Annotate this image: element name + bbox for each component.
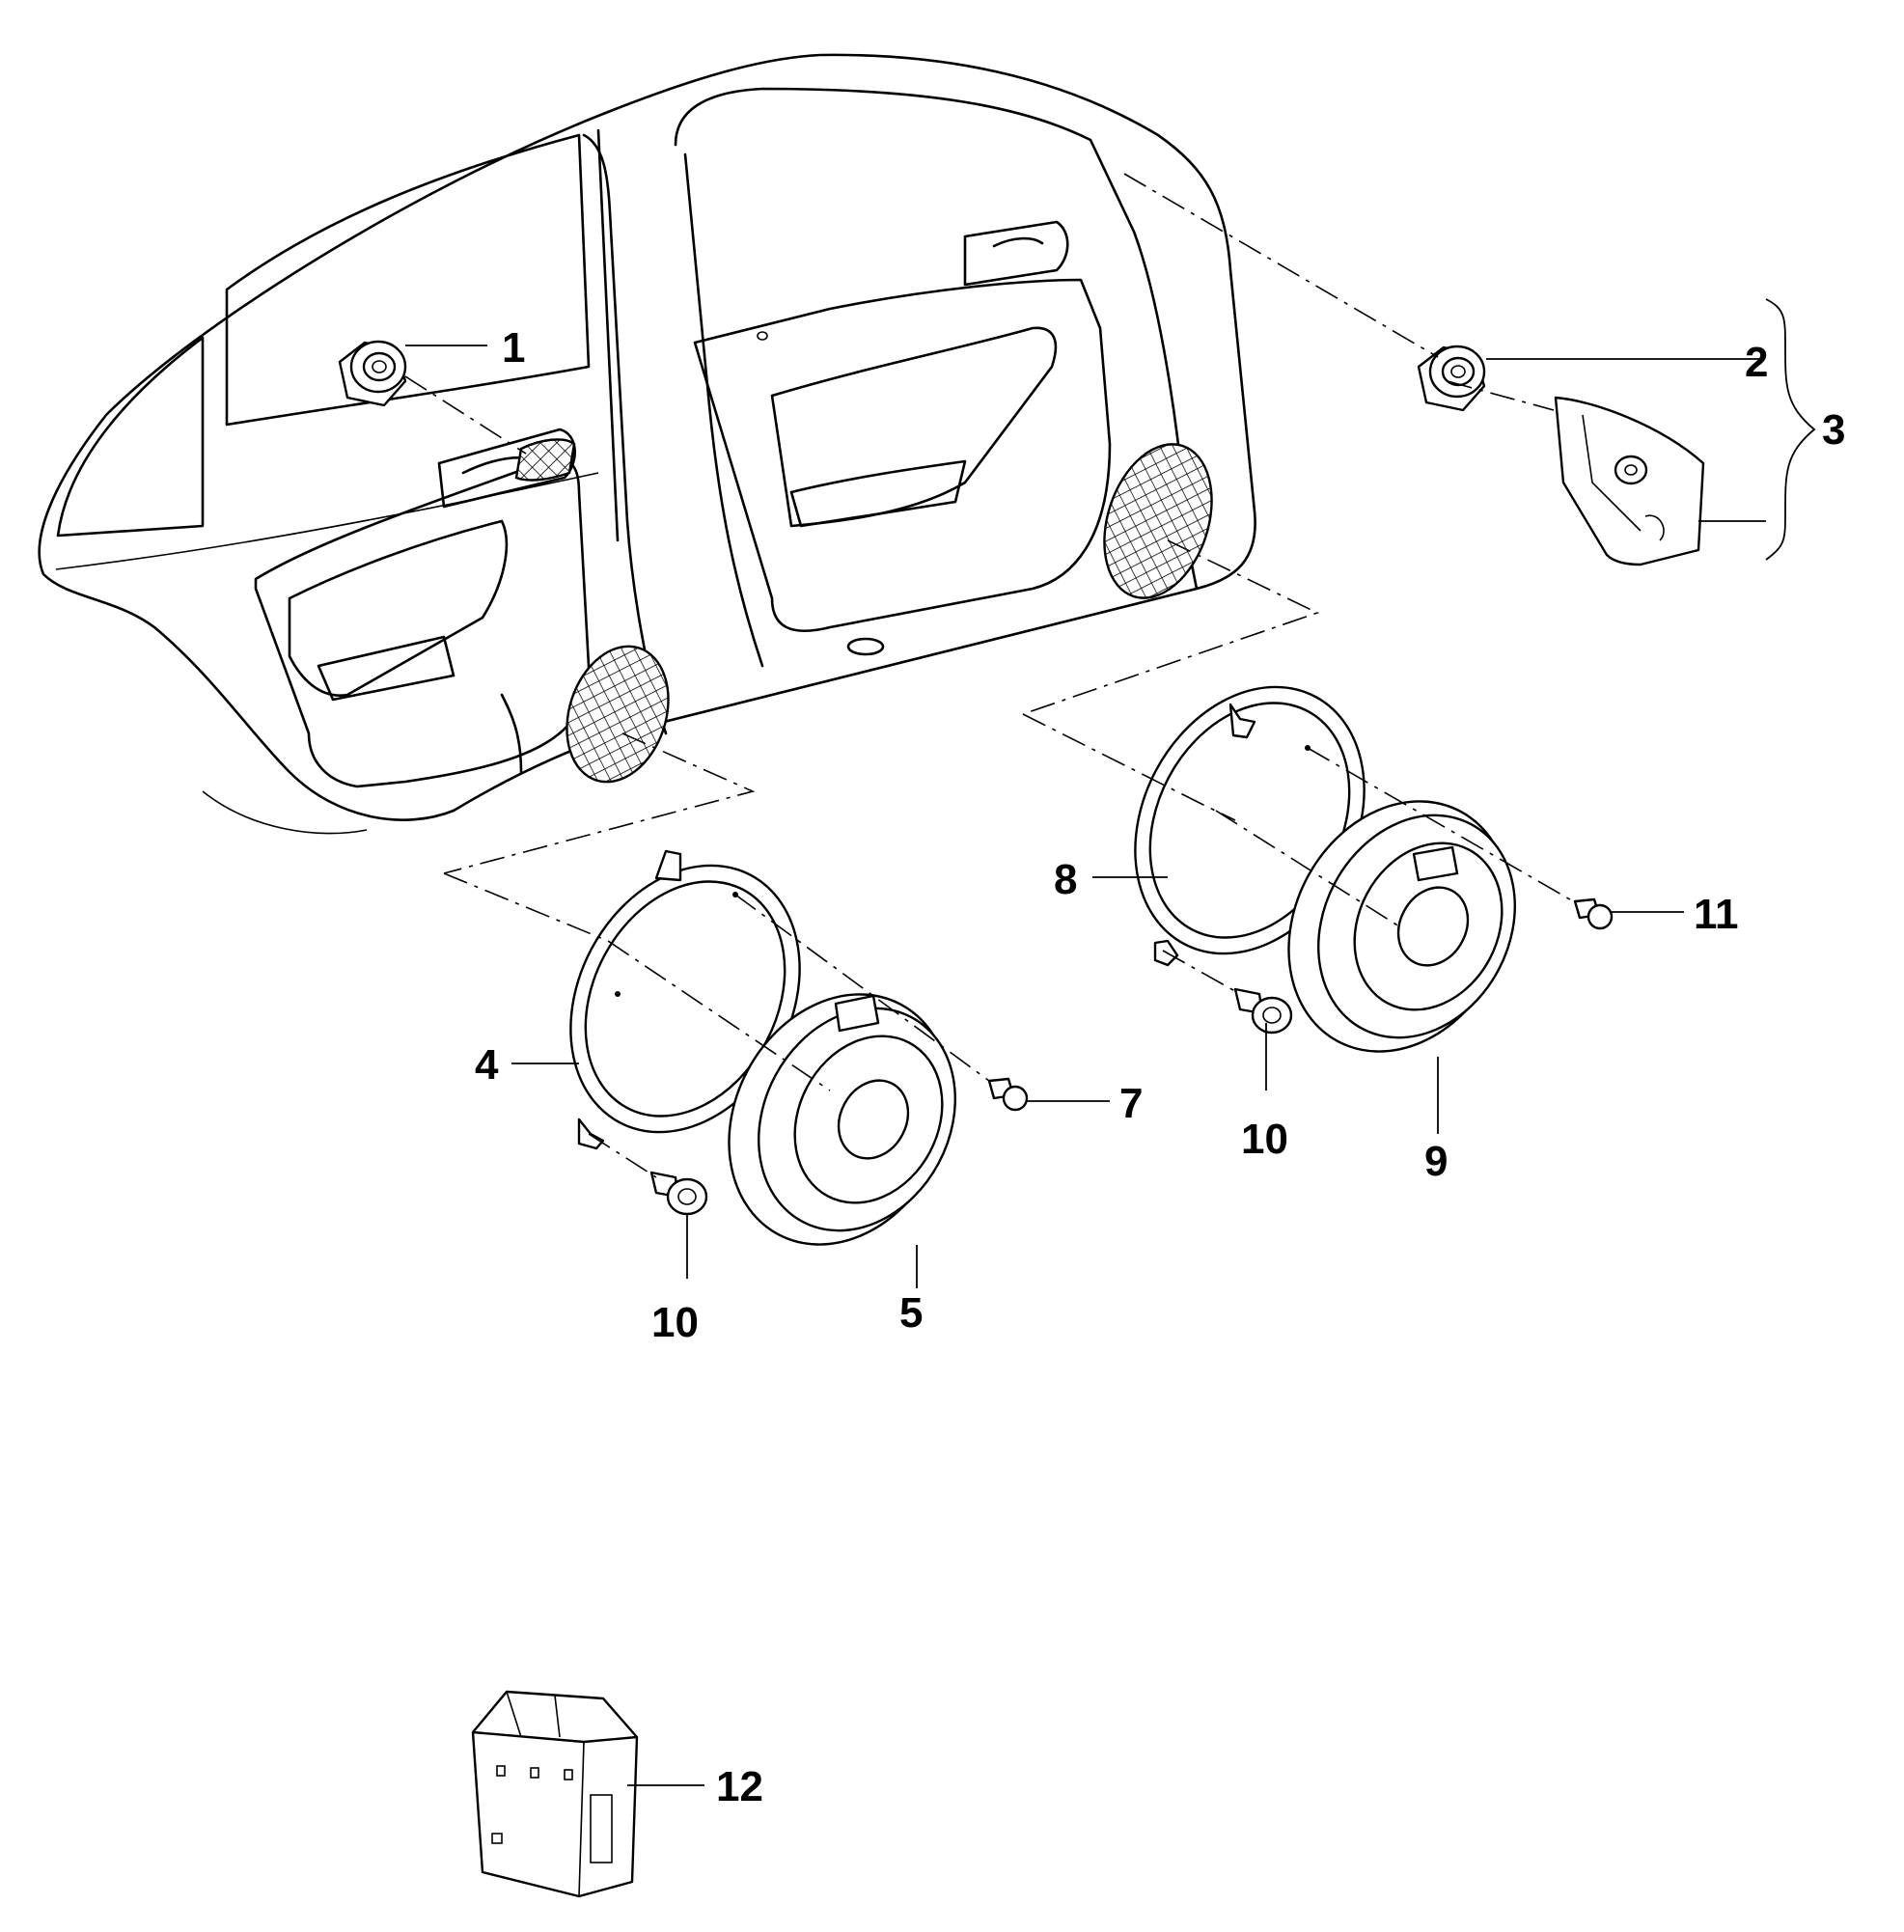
callout-9: 9 bbox=[1424, 1138, 1448, 1185]
callout-12: 12 bbox=[716, 1763, 763, 1810]
callout-10-lower: 10 bbox=[651, 1299, 699, 1346]
callout-labels: 1 2 3 4 5 7 8 9 10 10 11 12 bbox=[475, 324, 1845, 1810]
part-10-screw-upper[interactable] bbox=[1233, 987, 1293, 1035]
part-5-rear-door-speaker[interactable] bbox=[686, 955, 993, 1283]
callout-11: 11 bbox=[1694, 891, 1739, 938]
part-3-tweeter-housing[interactable] bbox=[1554, 396, 1705, 566]
part-1-rear-tweeter[interactable] bbox=[338, 340, 407, 407]
callout-10-upper: 10 bbox=[1241, 1116, 1288, 1163]
callout-1: 1 bbox=[502, 324, 525, 372]
callout-5: 5 bbox=[899, 1289, 923, 1337]
rear-door-speaker-grille bbox=[566, 645, 670, 784]
part-7-screw[interactable] bbox=[987, 1077, 1029, 1112]
callout-4: 4 bbox=[475, 1041, 499, 1089]
callout-2: 2 bbox=[1745, 339, 1768, 386]
part-2-front-tweeter[interactable] bbox=[1417, 345, 1486, 412]
rear-tweeter-grille bbox=[514, 438, 576, 482]
assembly-dash-lines bbox=[404, 173, 1576, 1178]
part-11-screw[interactable] bbox=[1573, 897, 1614, 930]
callout-8: 8 bbox=[1054, 856, 1077, 903]
leader-lines bbox=[405, 298, 1816, 1786]
car-interior-side-panel bbox=[38, 53, 1256, 835]
part-4-rear-speaker-adapter-ring[interactable] bbox=[526, 825, 844, 1172]
callout-7: 7 bbox=[1119, 1080, 1143, 1127]
part-10-screw-lower[interactable] bbox=[649, 1171, 708, 1216]
front-door-speaker-grille bbox=[1103, 443, 1213, 599]
part-9-front-door-speaker[interactable] bbox=[1246, 762, 1553, 1090]
callout-3: 3 bbox=[1822, 406, 1845, 454]
part-12-connector-module[interactable] bbox=[471, 1690, 639, 1898]
